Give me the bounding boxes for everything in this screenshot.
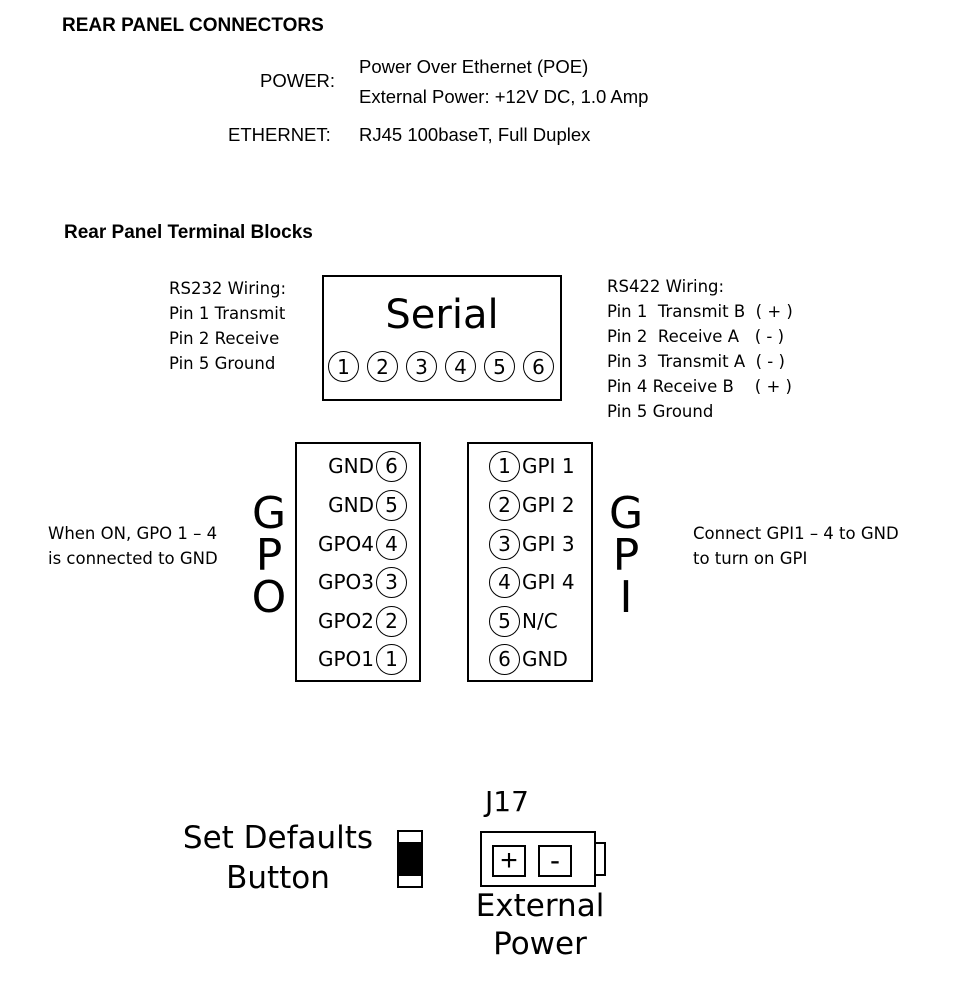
set-defaults-label: Set Defaults Button [178, 818, 378, 898]
button-switch-body [399, 842, 421, 876]
gpo-row-label: GPO3 [317, 570, 374, 594]
gpo-note-line: When ON, GPO 1 – 4 [48, 524, 218, 543]
ethernet-value: RJ45 100baseT, Full Duplex [359, 124, 591, 145]
gpi-row: 3 GPI 3 [489, 528, 575, 560]
gpo-terminal-block: GND 6 GND 5 GPO4 4 GPO3 3 GPO2 2 GPO1 1 [295, 442, 421, 682]
gpo-row: GPO3 3 [299, 566, 407, 598]
gpi-row: 1 GPI 1 [489, 450, 575, 482]
gpo-row-label: GND [328, 454, 374, 478]
rs422-notes: RS422 Wiring: Pin 1 Transmit B ( + ) Pin… [607, 274, 793, 424]
gpi-row-label: GND [522, 647, 568, 671]
gpi-letter: G [608, 488, 644, 539]
power-label: POWER: [260, 70, 336, 91]
rs422-line: Pin 5 Ground [607, 402, 714, 421]
rs422-line: Pin 1 Transmit B ( + ) [607, 302, 793, 321]
rs232-title: RS232 Wiring: [169, 279, 287, 298]
power-poe-text: Power Over Ethernet (POE) [359, 56, 589, 77]
rs232-notes: RS232 Wiring: Pin 1 Transmit Pin 2 Recei… [169, 276, 286, 376]
serial-pin: 5 [484, 351, 515, 382]
gpo-row-label: GPO1 [317, 647, 374, 671]
gpi-row-label: N/C [522, 609, 558, 633]
terminal-blocks-heading: Rear Panel Terminal Blocks [64, 222, 313, 243]
gpi-row: 6 GND [489, 643, 568, 675]
gpi-pin: 1 [489, 450, 520, 482]
rs232-line: Pin 5 Ground [169, 354, 276, 373]
gpo-pin: 4 [376, 528, 407, 560]
gpo-note-line: is connected to GND [48, 549, 218, 568]
gpi-pin: 5 [489, 605, 520, 637]
gpi-terminal-block: 1 GPI 1 2 GPI 2 3 GPI 3 4 GPI 4 5 N/C 6 … [467, 442, 593, 682]
gpi-note-line: Connect GPI1 – 4 to GND [693, 524, 899, 543]
gpo-row: GPO2 2 [299, 605, 407, 637]
gpi-row-label: GPI 2 [522, 493, 575, 517]
gpo-row: GPO1 1 [299, 643, 407, 675]
gpi-row: 4 GPI 4 [489, 566, 575, 598]
external-power-line: Power [493, 926, 587, 962]
external-power-line: External [475, 888, 605, 924]
serial-label: Serial [385, 292, 499, 338]
gpi-row: 5 N/C [489, 605, 558, 637]
set-defaults-line: Set Defaults [182, 820, 374, 856]
rs422-line: Pin 2 Receive A ( - ) [607, 327, 785, 346]
gpi-pin: 3 [489, 528, 520, 560]
serial-pin-row: 1 2 3 4 5 6 [328, 351, 554, 382]
serial-terminal-block: Serial 1 2 3 4 5 6 [322, 275, 562, 401]
rs232-line: Pin 1 Transmit [169, 304, 286, 323]
gpi-pin: 4 [489, 566, 520, 598]
gpi-pin: 2 [489, 489, 520, 521]
gpo-note: When ON, GPO 1 – 4 is connected to GND [48, 521, 218, 571]
gpi-note: Connect GPI1 – 4 to GND to turn on GPI [693, 521, 899, 571]
set-defaults-button[interactable] [397, 830, 423, 888]
gpo-letter: G [251, 488, 287, 539]
power-external-text: External Power: +12V DC, 1.0 Amp [359, 86, 649, 107]
gpi-row-label: GPI 1 [522, 454, 575, 478]
gpo-pin: 6 [376, 450, 407, 482]
j17-connector-tab [594, 842, 606, 876]
j17-plus-terminal: + [492, 845, 526, 877]
serial-pin: 6 [523, 351, 554, 382]
gpo-pin: 1 [376, 643, 407, 675]
ethernet-label: ETHERNET: [228, 124, 331, 145]
gpi-letter: I [619, 572, 633, 623]
gpo-pin: 2 [376, 605, 407, 637]
gpi-note-line: to turn on GPI [693, 549, 808, 568]
gpo-pin: 5 [376, 489, 407, 521]
rs422-title: RS422 Wiring: [607, 277, 725, 296]
rs422-line: Pin 3 Transmit A ( - ) [607, 352, 785, 371]
gpo-pin: 3 [376, 566, 407, 598]
gpo-row-label: GPO2 [317, 609, 374, 633]
connectors-heading: REAR PANEL CONNECTORS [62, 15, 324, 36]
gpo-letter: P [255, 530, 283, 581]
gpo-row: GND 5 [299, 489, 407, 521]
gpo-row-label: GND [328, 493, 374, 517]
rs422-line: Pin 4 Receive B ( + ) [607, 377, 792, 396]
gpi-pin: 6 [489, 643, 520, 675]
gpi-row-label: GPI 4 [522, 570, 575, 594]
external-power-label: External Power [460, 887, 620, 963]
j17-connector: + - [480, 831, 596, 887]
gpo-row-label: GPO4 [317, 532, 374, 556]
set-defaults-line: Button [226, 860, 330, 896]
j17-minus-terminal: - [538, 845, 572, 877]
gpo-row: GPO4 4 [299, 528, 407, 560]
gpi-row-label: GPI 3 [522, 532, 575, 556]
j17-label: J17 [485, 785, 529, 818]
gpi-row: 2 GPI 2 [489, 489, 575, 521]
gpo-row: GND 6 [299, 450, 407, 482]
gpo-letter: O [251, 572, 287, 623]
serial-pin: 1 [328, 351, 359, 382]
serial-pin: 3 [406, 351, 437, 382]
serial-pin: 2 [367, 351, 398, 382]
serial-pin: 4 [445, 351, 476, 382]
gpi-letter: P [612, 530, 640, 581]
rs232-line: Pin 2 Receive [169, 329, 280, 348]
